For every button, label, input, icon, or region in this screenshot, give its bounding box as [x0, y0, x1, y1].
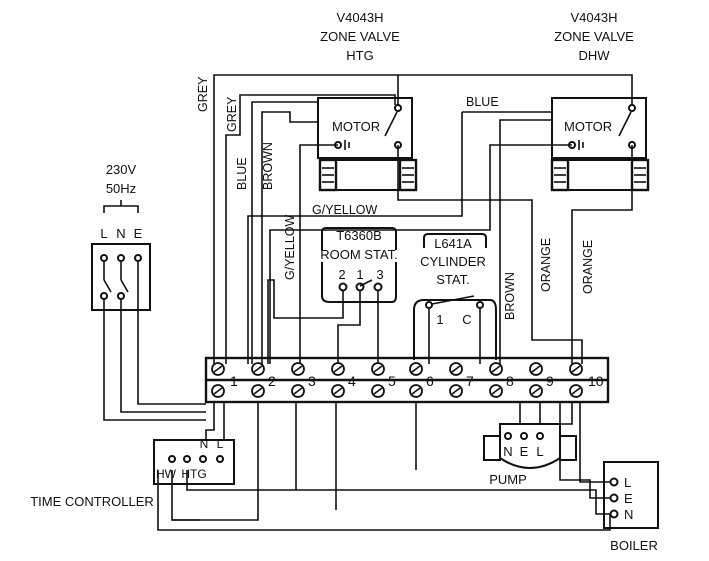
dhw-valve-line2: DHW [578, 48, 610, 63]
cylinder-stat-t1: 1 [436, 312, 443, 327]
terminal-number: 4 [348, 373, 356, 389]
terminal-screw-slot [253, 365, 263, 373]
terminal-screws [211, 362, 583, 398]
supply-frequency: 50Hz [106, 181, 136, 196]
room-stat-name: ROOM STAT. [320, 247, 398, 262]
terminal-screw-slot [213, 365, 223, 373]
pump-e: E [520, 444, 529, 459]
dhw-motor-label: MOTOR [564, 119, 612, 134]
terminal-numbers: 1 2 3 4 5 6 7 8 9 10 [230, 373, 604, 389]
terminal-screw-slot [293, 387, 303, 395]
htg-valve-model: V4043H [337, 10, 384, 25]
boiler-n: N [624, 507, 633, 522]
terminal-screw-slot [411, 365, 421, 373]
supply-terminal-l: L [100, 226, 107, 241]
boiler-e: E [624, 491, 633, 506]
wiring [103, 74, 633, 531]
terminal-screw-slot [373, 365, 383, 373]
htg-zone-valve: MOTOR [317, 97, 418, 192]
dhw-zone-valve: MOTOR [550, 97, 650, 192]
terminal-screw-slot [293, 365, 303, 373]
pump: N E L PUMP [483, 423, 577, 487]
wire-label-orange-1: ORANGE [539, 238, 553, 292]
cylinder-thermostat: L641A CYLINDER STAT. 1 C [413, 233, 497, 360]
terminal-number: 3 [308, 373, 316, 389]
terminal-number: 10 [588, 373, 604, 389]
terminal-number: 5 [388, 373, 396, 389]
wire-label-orange-2: ORANGE [581, 240, 595, 294]
terminal-screw-slot [451, 387, 461, 395]
dhw-valve-title: V4043H ZONE VALVE DHW [554, 10, 634, 63]
cylinder-stat-line1: CYLINDER [420, 254, 486, 269]
dhw-valve-model: V4043H [571, 10, 618, 25]
supply-voltage: 230V [106, 162, 137, 177]
time-controller-l: L [217, 437, 224, 451]
terminal-screw-slot [531, 387, 541, 395]
cylinder-stat-line2: STAT. [436, 272, 469, 287]
terminal-screw-slot [373, 387, 383, 395]
wire-label-blue-htg: BLUE [235, 157, 249, 190]
terminal-screw-slot [333, 387, 343, 395]
room-stat-t3: 3 [376, 267, 383, 282]
terminal-screw-slot [491, 365, 501, 373]
mains-supply: 230V 50Hz L N E [91, 162, 151, 311]
terminal-number: 6 [426, 373, 434, 389]
terminal-screw-slot [451, 365, 461, 373]
terminal-strip: 1 2 3 4 5 6 7 8 9 10 [204, 356, 610, 404]
boiler: L E N BOILER [603, 461, 659, 553]
terminal-screw-slot [491, 387, 501, 395]
room-stat-t2: 2 [338, 267, 345, 282]
terminal-number: 9 [546, 373, 554, 389]
wire-label-grey-1: GREY [196, 76, 210, 112]
wire-label-brown-dhw: BROWN [503, 272, 517, 320]
wire-label-blue-dhw: BLUE [466, 95, 499, 109]
wire-label-gyellow-htg: G/YELLOW [283, 215, 297, 280]
terminal-screw-slot [571, 365, 581, 373]
supply-terminal-e: E [134, 226, 143, 241]
dhw-valve-line1: ZONE VALVE [554, 29, 634, 44]
pump-n: N [503, 444, 512, 459]
time-controller-htg: HTG [181, 467, 206, 481]
terminal-screw-slot [253, 387, 263, 395]
terminal-number: 2 [268, 373, 276, 389]
htg-motor-box [317, 97, 413, 159]
terminal-screw-slot [333, 365, 343, 373]
htg-valve-line1: ZONE VALVE [320, 29, 400, 44]
wire-label-grey-2: GREY [225, 96, 239, 132]
terminal-number: 1 [230, 373, 238, 389]
time-controller-label: TIME CONTROLLER [30, 494, 154, 509]
pump-label: PUMP [489, 472, 527, 487]
terminal-number: 7 [466, 373, 474, 389]
htg-valve-line2: HTG [346, 48, 373, 63]
htg-motor-label: MOTOR [332, 119, 380, 134]
terminal-screw-slot [411, 387, 421, 395]
terminal-screw-slot [213, 387, 223, 395]
supply-terminal-n: N [116, 226, 125, 241]
wire-label-brown-htg: BROWN [261, 142, 275, 190]
wire-labels: GREY GREY BLUE BROWN BLUE G/YELLOW G/YEL… [196, 76, 595, 320]
terminal-number: 8 [506, 373, 514, 389]
time-controller: N L HW HTG TIME CONTROLLER [30, 437, 235, 509]
boiler-l: L [624, 475, 631, 490]
terminal-screw-slot [571, 387, 581, 395]
boiler-box [603, 461, 659, 529]
pump-l: L [536, 444, 543, 459]
cylinder-stat-model: L641A [434, 236, 472, 251]
wire-label-gyellow-dhw: G/YELLOW [312, 203, 377, 217]
time-controller-n: N [200, 437, 209, 451]
terminal-screw-slot [531, 365, 541, 373]
time-controller-hw: HW [156, 467, 177, 481]
time-controller-box [153, 439, 235, 485]
dhw-motor-box [551, 97, 647, 159]
htg-valve-title: V4043H ZONE VALVE HTG [320, 10, 400, 63]
boiler-label: BOILER [610, 538, 658, 553]
room-stat-t1: 1 [356, 267, 363, 282]
cylinder-stat-tc: C [462, 312, 471, 327]
room-stat-model: T6360B [336, 228, 382, 243]
room-thermostat: T6360B ROOM STAT. 2 1 3 [320, 227, 398, 303]
